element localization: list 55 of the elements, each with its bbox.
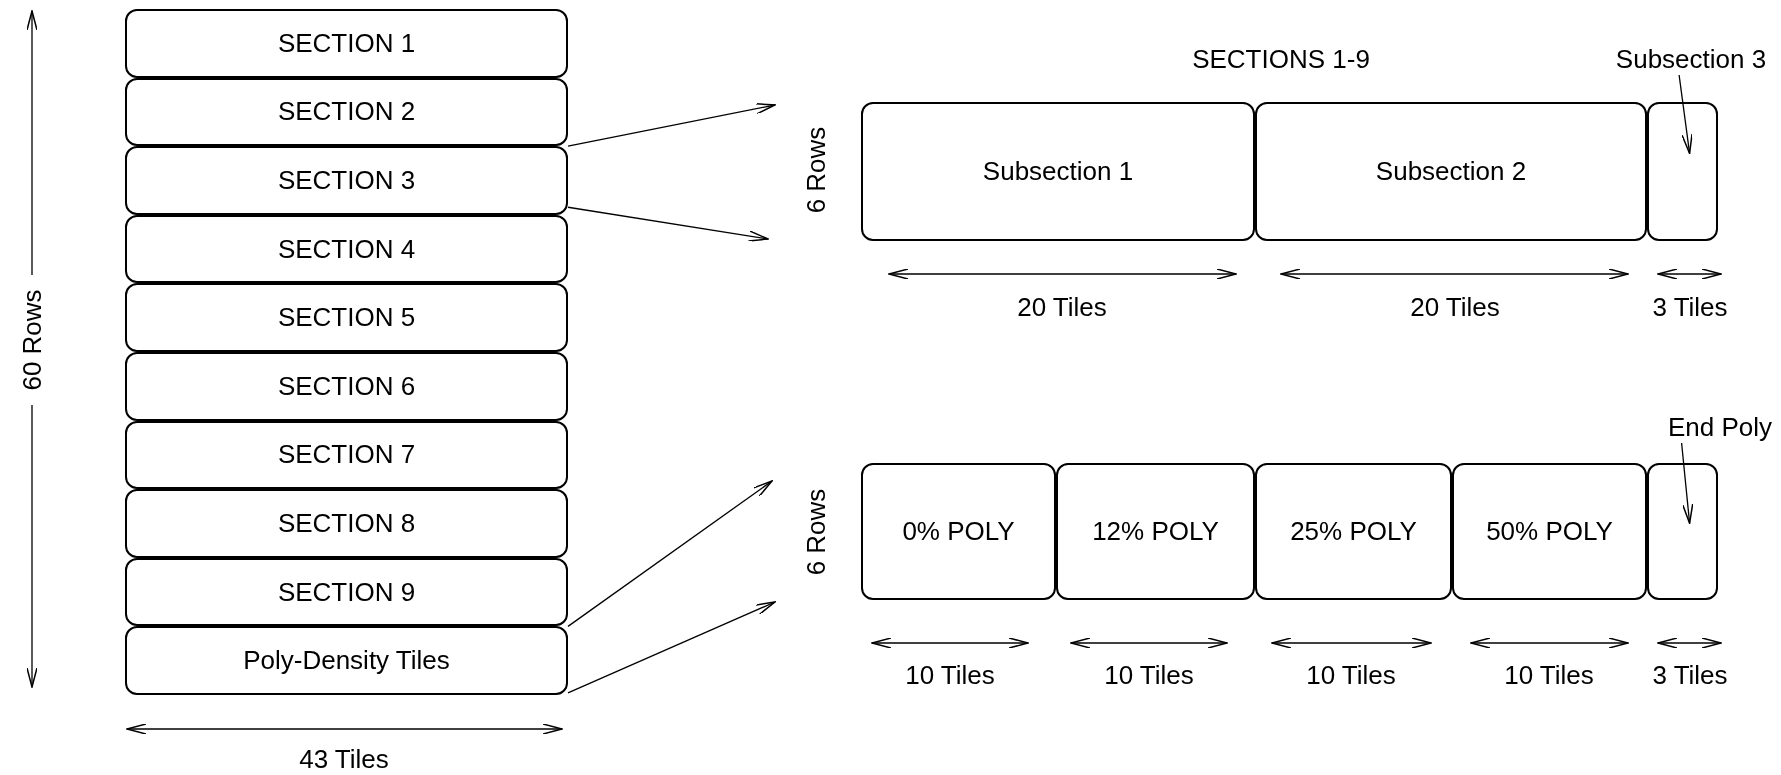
- tile-box: [1255, 102, 1647, 241]
- node-text: 12% POLY: [1092, 516, 1219, 547]
- node-text: SECTION 5: [277, 302, 416, 334]
- dimension-label: 6 Rows: [800, 126, 832, 214]
- tile-box: [125, 626, 568, 695]
- tile-box: [1452, 463, 1647, 600]
- dimension-label: 10 Tiles: [1504, 659, 1594, 691]
- expansion-arrow: [567, 480, 773, 628]
- tile-box: [125, 489, 568, 558]
- node-text: 0% POLY: [902, 516, 1015, 547]
- dimension-label: 10 Tiles: [1306, 659, 1396, 691]
- tile-box: [125, 77, 568, 147]
- node-text: SECTION 6: [277, 370, 416, 402]
- dimension-label: 3 Tiles: [1652, 291, 1728, 323]
- node-text: SECTION 1: [277, 27, 416, 59]
- expansion-arrow: [567, 103, 776, 147]
- dimension-label: 10 Tiles: [1104, 659, 1194, 691]
- empty-tile-box: [1647, 102, 1718, 241]
- node-text: SECTION 4: [277, 233, 416, 265]
- expansion-arrow: [567, 601, 776, 694]
- node-text: End Poly: [1667, 411, 1773, 443]
- expansion-arrow: [567, 206, 769, 242]
- dimension-label: 20 Tiles: [1410, 291, 1500, 323]
- node-text: SECTION 7: [277, 439, 416, 471]
- node-text: Subsection 3: [1615, 43, 1767, 75]
- node-text: 25% POLY: [1290, 516, 1417, 547]
- leader-arrow: [1680, 442, 1694, 525]
- tile-box: [125, 352, 568, 421]
- dimension-label: 3 Tiles: [1652, 659, 1728, 691]
- dimension-label: 43 Tiles: [299, 743, 389, 775]
- node-text: SECTION 9: [277, 576, 416, 608]
- node-text: Subsection 1: [982, 156, 1134, 187]
- node-text: SECTION 8: [277, 508, 416, 539]
- tile-box: [125, 420, 568, 490]
- node-text: SECTION 3: [277, 165, 416, 196]
- node-text: Poly-Density Tiles: [243, 645, 450, 677]
- tile-box: [1255, 463, 1452, 600]
- tile-box: [125, 283, 568, 352]
- tile-box: [125, 9, 568, 78]
- tile-box: [861, 102, 1255, 241]
- node-text: Subsection 2: [1375, 156, 1527, 187]
- dimension-label: 10 Tiles: [905, 659, 995, 691]
- node-text: SECTION 2: [277, 96, 416, 128]
- dimension-label: SECTIONS 1-9: [1192, 43, 1370, 75]
- dimension-label: 6 Rows: [800, 488, 832, 576]
- tile-box: [125, 214, 568, 284]
- tile-box: [861, 463, 1056, 600]
- tile-box: [1056, 463, 1255, 600]
- dimension-label: 60 Rows: [16, 289, 48, 391]
- leader-arrow: [1678, 74, 1693, 155]
- dimension-label: 20 Tiles: [1017, 291, 1107, 323]
- node-text: 50% POLY: [1486, 516, 1613, 547]
- empty-tile-box: [1647, 463, 1718, 600]
- tile-box: [125, 146, 568, 215]
- tile-box: [125, 557, 568, 627]
